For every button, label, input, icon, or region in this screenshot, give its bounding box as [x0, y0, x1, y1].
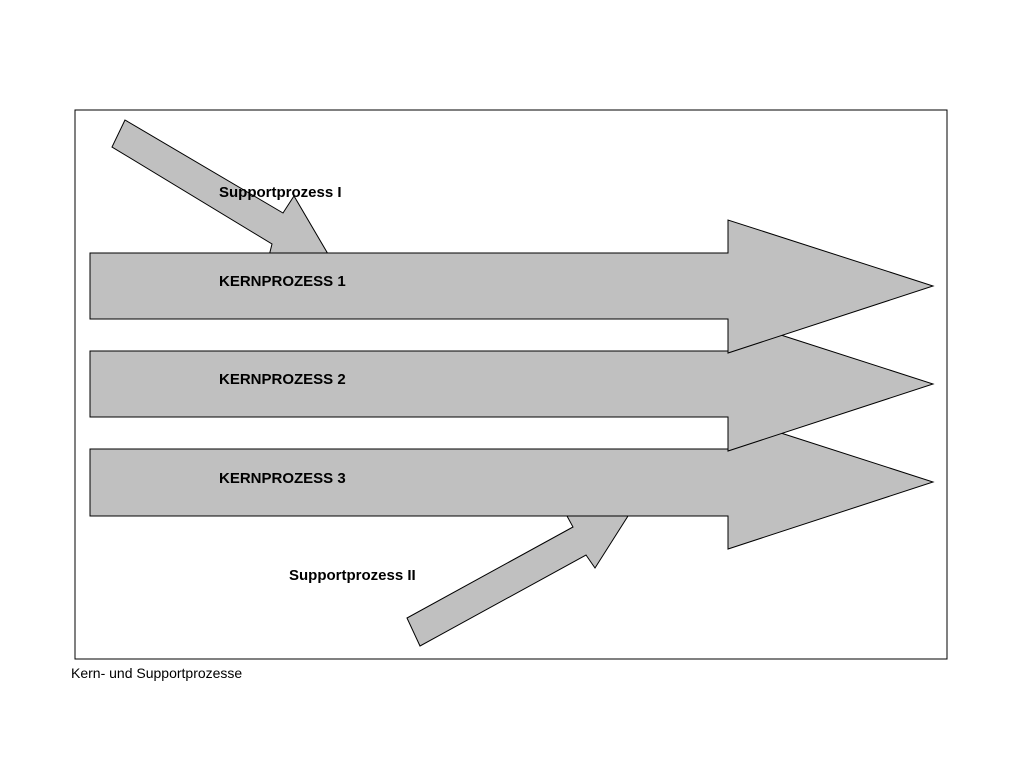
support-label-1: Supportprozess I — [219, 184, 342, 201]
support-label-2: Supportprozess II — [289, 567, 416, 584]
core-label-1: KERNPROZESS 1 — [219, 273, 346, 290]
diagram-caption: Kern- und Supportprozesse — [71, 665, 243, 681]
core-label-3: KERNPROZESS 3 — [219, 470, 346, 487]
core-arrow-2 — [89, 317, 935, 452]
core-arrow-1 — [89, 219, 935, 354]
diagram-frame — [74, 109, 948, 660]
core-arrow-3 — [89, 415, 935, 550]
support-arrow-2 — [406, 515, 629, 647]
core-label-2: KERNPROZESS 2 — [219, 371, 346, 388]
